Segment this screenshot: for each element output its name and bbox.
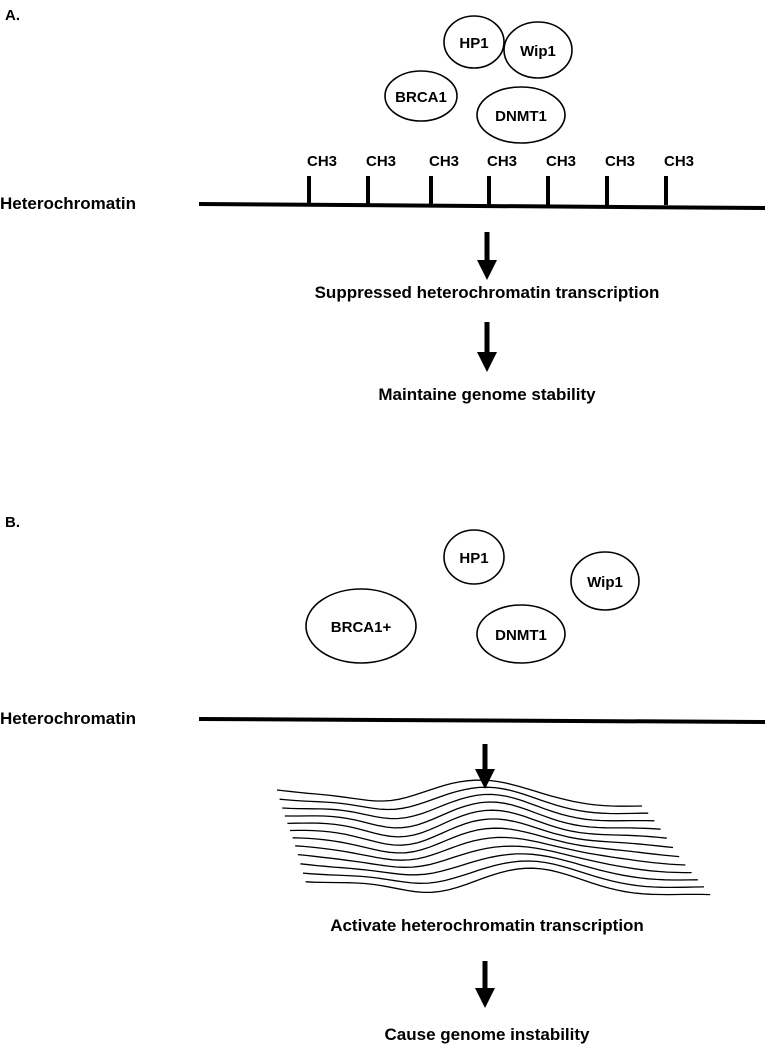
panel-a-heterochromatin-label: Heterochromatin (0, 194, 136, 213)
ch3-label: CH3 (366, 153, 396, 170)
dnmt1-oval (476, 604, 566, 664)
methyl-marks: CH3 CH3 CH3 CH3 CH3 CH3 CH3 (307, 153, 694, 205)
chromatin-strand (292, 827, 680, 858)
dnmt1-label: DNMT1 (495, 108, 547, 125)
dnmt1-label: DNMT1 (495, 627, 547, 644)
panel-a-protein-complex: HP1 Wip1 BRCA1 DNMT1 (384, 15, 573, 144)
chromatin-strand (287, 809, 667, 839)
hp1-oval (443, 15, 505, 69)
panel-a-step-2: Maintaine genome stability (378, 385, 596, 404)
ch3-label: CH3 (605, 153, 635, 170)
chromatin-strand (289, 818, 674, 849)
brca1-label: BRCA1 (395, 89, 447, 106)
chromatin-strand (279, 786, 649, 815)
chromatin-strand (295, 836, 686, 866)
brca1-oval (384, 70, 458, 122)
panel-b-label: B. (5, 514, 20, 531)
panel-b-heterochromatin-label: Heterochromatin (0, 709, 136, 728)
hp1-label: HP1 (459, 35, 488, 52)
chromatin-strand (302, 860, 705, 889)
panel-b: B. HP1 Wip1 BRCA1+ DNMT1 Heterochromatin… (0, 514, 766, 1044)
wip1-oval (570, 551, 640, 611)
chromatin-strand (300, 853, 698, 881)
ch3-label: CH3 (307, 153, 337, 170)
panel-a-label: A. (5, 7, 20, 24)
chromatin-strand (284, 801, 661, 830)
wip1-label: Wip1 (587, 574, 623, 591)
panel-b-step-2: Cause genome instability (385, 1025, 591, 1044)
panel-a-step-1: Suppressed heterochromatin transcription (315, 283, 660, 302)
chromatin-strand (282, 793, 655, 822)
panel-b-heterochromatin-line (198, 717, 766, 724)
ch3-label: CH3 (546, 153, 576, 170)
panel-a: A. HP1 Wip1 BRCA1 DNMT1 CH3 CH3 CH3 CH3 … (0, 7, 766, 404)
panel-b-free-proteins: HP1 Wip1 BRCA1+ DNMT1 (305, 529, 640, 664)
chromatin-strand (297, 845, 692, 874)
decondensed-chromatin-strands (276, 779, 711, 896)
wip1-oval (503, 21, 573, 79)
panel-b-step-1: Activate heterochromatin transcription (330, 916, 644, 935)
wip1-label: Wip1 (520, 43, 556, 60)
brca1-label: BRCA1+ (331, 619, 392, 636)
chromatin-strand (276, 779, 643, 807)
dnmt1-oval (476, 86, 566, 144)
hp1-oval (443, 529, 505, 585)
ch3-label: CH3 (429, 153, 459, 170)
ch3-label: CH3 (487, 153, 517, 170)
hp1-label: HP1 (459, 550, 488, 567)
brca1-oval (305, 588, 417, 664)
ch3-label: CH3 (664, 153, 694, 170)
chromatin-strand (305, 867, 711, 896)
panel-a-heterochromatin-line (198, 202, 766, 210)
